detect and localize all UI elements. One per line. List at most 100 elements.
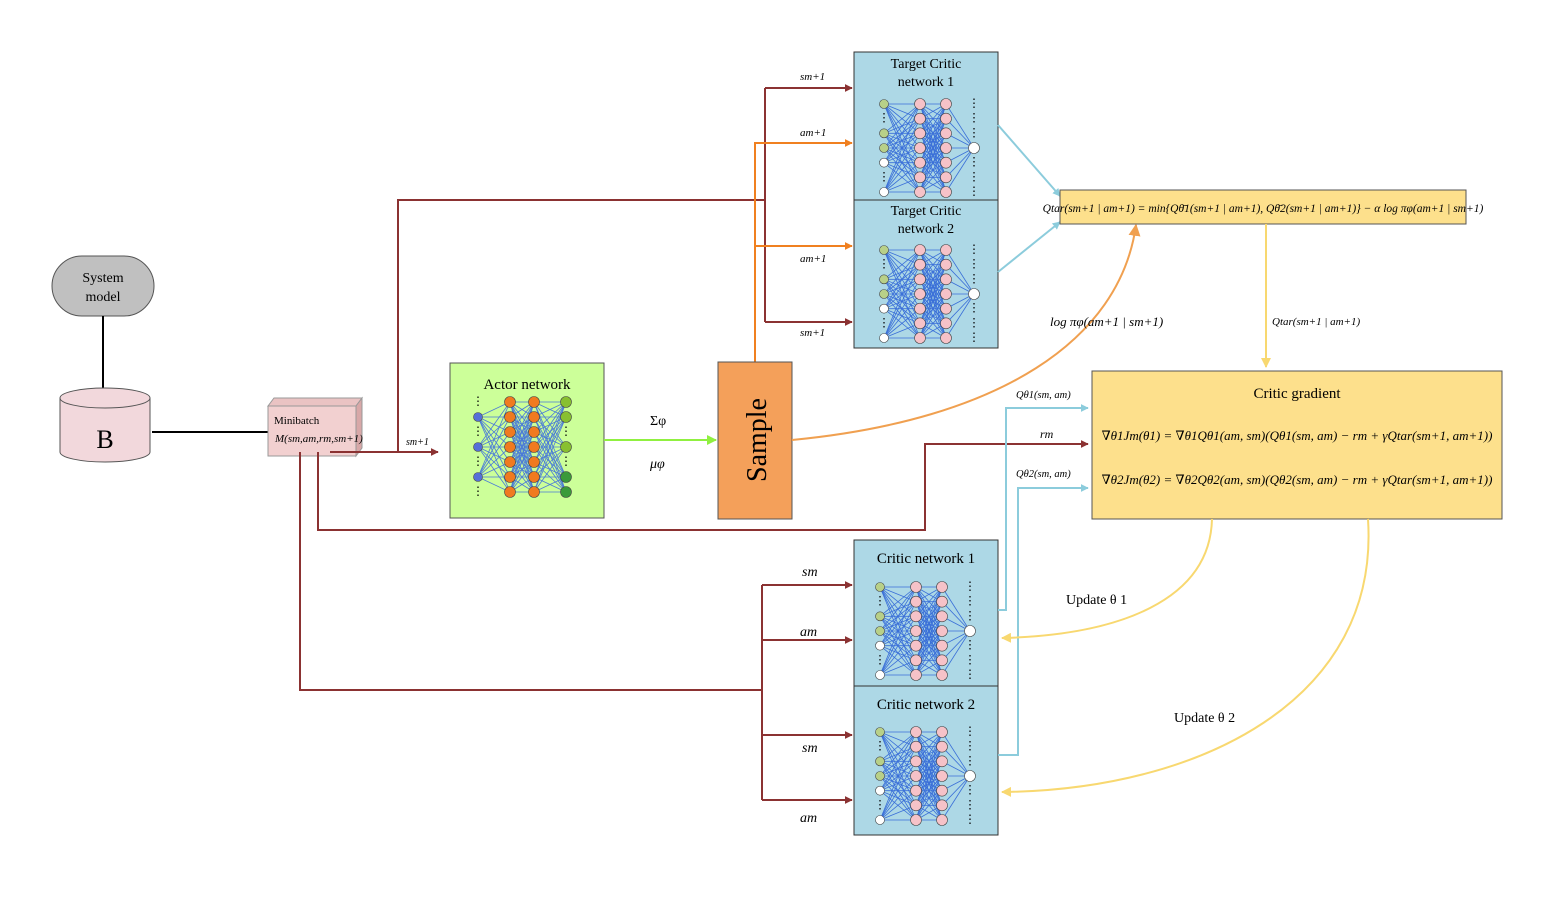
net-edge: [883, 264, 921, 309]
net-neuron: [914, 186, 926, 198]
net-neuron: [940, 273, 952, 286]
net-neuron: [473, 412, 483, 422]
net-edge: [509, 446, 535, 493]
update-theta1-arrow: [1001, 518, 1213, 643]
net-neuron: [914, 244, 926, 256]
net-ellipsis: ⋮: [968, 271, 980, 285]
net-edge: [879, 659, 917, 676]
net-edge: [915, 616, 943, 676]
net-edge: [883, 249, 921, 309]
net-ellipsis: ⋮: [968, 111, 980, 125]
net-ellipsis: ⋮: [472, 484, 484, 498]
net-edge: [533, 401, 567, 418]
label-a-next-bottom: am+1: [800, 253, 826, 265]
buffer-label: B: [96, 425, 113, 454]
net-edge: [883, 176, 921, 193]
net-edge: [941, 775, 971, 821]
net-edge: [945, 118, 975, 149]
net-neuron: [875, 611, 885, 622]
net-edge: [919, 249, 947, 280]
net-edge: [477, 461, 511, 478]
net-edge: [533, 401, 567, 448]
net-ellipsis: ⋮: [878, 257, 890, 271]
net-edge: [879, 746, 917, 821]
net-neuron: [560, 486, 572, 498]
net-edge: [919, 162, 947, 193]
net-neuron: [910, 726, 922, 738]
net-neuron: [910, 595, 922, 608]
update-arrows: [1001, 518, 1370, 797]
net-neuron: [936, 770, 948, 782]
net-ellipsis: ⋮: [968, 169, 980, 183]
target-critic-1-line1: Target Critic: [891, 57, 962, 72]
net-neuron: [910, 581, 922, 593]
net-neuron: [964, 625, 976, 637]
net-edge: [509, 461, 535, 493]
net-neuron: [875, 640, 885, 651]
net-neuron: [936, 625, 948, 637]
critic-2-title: Critic network 2: [877, 697, 975, 713]
net-edge: [919, 103, 947, 149]
net-edge: [941, 630, 971, 676]
net-edge: [879, 804, 917, 821]
net-ellipsis: ⋮: [968, 96, 980, 110]
net-ellipsis: ⋮: [968, 301, 980, 315]
net-edge: [879, 645, 917, 676]
net-neuron: [879, 333, 889, 343]
net-neuron: [910, 740, 922, 753]
critic-1-neural-net: ⋮⋮⋮⋮⋮⋮⋮⋮: [874, 579, 976, 681]
target-critic-network-2: Target Critic network 2 ⋮⋮⋮⋮⋮⋮⋮⋮: [853, 199, 999, 349]
target-critic-1-neural-net: ⋮⋮⋮⋮⋮⋮⋮⋮: [878, 96, 980, 198]
net-neuron: [504, 426, 516, 438]
net-neuron: [910, 669, 922, 681]
net-neuron: [940, 171, 952, 184]
critic-1-title: Critic network 1: [877, 551, 975, 567]
net-neuron: [968, 288, 980, 300]
net-edge: [879, 586, 917, 632]
net-edge: [509, 401, 535, 463]
net-edge: [879, 731, 917, 821]
net-neuron: [940, 127, 952, 140]
net-edge: [879, 601, 917, 676]
system-model-line2: model: [86, 290, 121, 305]
net-edge: [879, 790, 917, 821]
net-neuron: [875, 756, 885, 767]
label-update-theta2: Update θ 2: [1174, 711, 1235, 726]
net-edge: [883, 103, 921, 163]
net-ellipsis: ⋮: [874, 739, 886, 753]
minibatch-tuple: M(sm,am,rm,sm+1): [274, 433, 363, 445]
net-edge: [879, 731, 917, 791]
net-edge: [879, 586, 917, 646]
net-edge: [879, 586, 917, 603]
mu-label: μφ: [649, 457, 665, 472]
net-edge: [941, 746, 971, 777]
net-ellipsis: ⋮: [472, 454, 484, 468]
net-edge: [915, 586, 943, 632]
net-ellipsis: ⋮: [560, 454, 572, 468]
net-neuron: [936, 784, 948, 797]
s-next-to-targets-line: [397, 199, 765, 452]
net-neuron: [914, 156, 926, 169]
target-critic-2-neural-net: ⋮⋮⋮⋮⋮⋮⋮⋮: [878, 242, 980, 344]
net-ellipsis: ⋮: [964, 797, 976, 811]
net-neuron: [936, 669, 948, 681]
replay-buffer: B: [59, 387, 151, 463]
net-ellipsis: ⋮: [968, 315, 980, 329]
net-ellipsis: ⋮: [964, 608, 976, 622]
net-edge: [509, 401, 535, 433]
system-model-node: System model: [51, 255, 155, 317]
net-edge: [879, 731, 917, 748]
net-neuron: [914, 302, 926, 315]
net-neuron: [560, 396, 572, 408]
net-neuron: [940, 317, 952, 330]
net-edge: [915, 731, 943, 791]
net-neuron: [914, 317, 926, 330]
net-edge: [477, 446, 511, 478]
net-neuron: [879, 143, 889, 153]
net-neuron: [504, 411, 516, 423]
net-ellipsis: ⋮: [878, 315, 890, 329]
target-critic-2-line1: Target Critic: [891, 204, 962, 219]
net-edge: [883, 293, 921, 339]
net-neuron: [875, 670, 885, 680]
label-s-next-top: sm+1: [800, 71, 825, 83]
